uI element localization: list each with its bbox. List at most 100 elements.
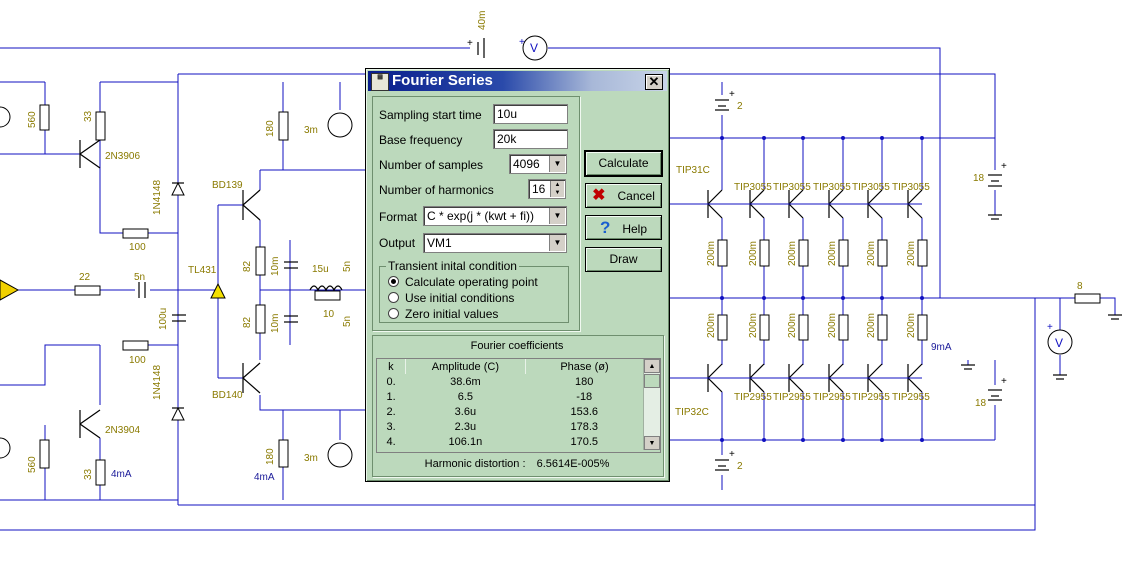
cell-phase: 170.5 bbox=[570, 435, 598, 448]
label-10: 10 bbox=[323, 309, 335, 320]
label-33-top: 33 bbox=[83, 110, 94, 122]
junction-dot bbox=[801, 438, 805, 442]
label-200m: 200m bbox=[866, 241, 877, 266]
label-82-top: 82 bbox=[242, 260, 253, 272]
label-200m: 200m bbox=[748, 313, 759, 338]
calculate-button[interactable]: Calculate bbox=[584, 150, 663, 177]
calculate-label: Calculate bbox=[598, 156, 649, 170]
table-row[interactable]: 0. 38.6m 180 bbox=[377, 374, 643, 389]
junction-dot bbox=[880, 438, 884, 442]
label-battery-2-top: 2 bbox=[737, 101, 743, 112]
junction-dot bbox=[762, 136, 766, 140]
plus-voltmeter: + bbox=[519, 37, 525, 48]
voltmeter-right-symbol: V bbox=[1055, 336, 1063, 350]
resistor-100-top bbox=[122, 228, 149, 239]
dialog-title: Fourier Series bbox=[392, 72, 493, 89]
number-of-samples-select[interactable]: 4096 ▼ bbox=[509, 154, 567, 174]
label-200m: 200m bbox=[906, 241, 917, 266]
emitter-resistor-top bbox=[759, 239, 770, 267]
chevron-down-icon[interactable]: ▼ bbox=[549, 156, 565, 172]
chevron-down-icon[interactable]: ▼ bbox=[549, 235, 565, 251]
scroll-up-icon[interactable]: ▲ bbox=[644, 359, 660, 373]
radio-selected-icon bbox=[388, 276, 399, 287]
coefficients-table-box[interactable]: k Amplitude (C) Phase (ø) 0. 38.6m 180 1… bbox=[376, 358, 661, 453]
close-button[interactable]: ✕ bbox=[645, 74, 663, 90]
label-560-bottom: 560 bbox=[27, 456, 38, 473]
label-100u: 100u bbox=[158, 308, 169, 330]
label-200m: 200m bbox=[787, 241, 798, 266]
label-tip3055: TIP3055 bbox=[773, 182, 811, 193]
label-battery-18-top: 18 bbox=[973, 173, 985, 184]
label-10m-top: 10m bbox=[270, 257, 281, 276]
emitter-resistor-top bbox=[717, 239, 728, 267]
label-200m: 200m bbox=[787, 313, 798, 338]
plus-top-battery: + bbox=[467, 38, 473, 49]
transient-condition-legend: Transient inital condition bbox=[388, 259, 517, 273]
sampling-start-time-label: Sampling start time bbox=[379, 108, 482, 122]
draw-button[interactable]: Draw bbox=[585, 247, 662, 272]
label-tip32c: TIP32C bbox=[675, 407, 709, 418]
cell-k: 0. bbox=[386, 375, 396, 388]
label-3m-top: 3m bbox=[304, 125, 318, 136]
label-180-top: 180 bbox=[265, 120, 276, 137]
help-button[interactable]: ?Help bbox=[585, 215, 662, 240]
junction-dot bbox=[880, 296, 884, 300]
number-of-harmonics-label: Number of harmonics bbox=[379, 183, 494, 197]
radio-zero-initial-values[interactable]: Zero initial values bbox=[388, 307, 498, 321]
label-40m: 40m bbox=[477, 11, 488, 30]
scroll-down-icon[interactable]: ▼ bbox=[644, 436, 660, 450]
label-5n-right-bottom: 5n bbox=[342, 316, 353, 327]
emitter-resistor-bottom bbox=[717, 314, 728, 341]
cancel-label: Cancel bbox=[617, 189, 655, 203]
number-of-harmonics-spinner[interactable]: 16 ▲▼ bbox=[528, 179, 566, 199]
radio-label: Use initial conditions bbox=[405, 291, 515, 305]
base-frequency-label: Base frequency bbox=[379, 133, 463, 147]
component-labels: 40m 560 33 2N3906 1N4148 180 3m BD139 10… bbox=[27, 11, 1083, 483]
coefficients-table: k Amplitude (C) Phase (ø) 0. 38.6m 180 1… bbox=[377, 359, 643, 449]
junction-dot bbox=[762, 438, 766, 442]
radio-calculate-operating-point[interactable]: Calculate operating point bbox=[388, 275, 538, 289]
table-row[interactable]: 1. 6.5 -18 bbox=[377, 389, 643, 404]
dialog-title-bar[interactable]: ▦ Fourier Series ✕ bbox=[368, 71, 667, 91]
resistor-33-bottom bbox=[95, 459, 106, 486]
label-bd140: BD140 bbox=[212, 390, 243, 401]
format-select[interactable]: C * exp(j * (kwt + fi)) ▼ bbox=[423, 206, 567, 226]
label-200m: 200m bbox=[827, 313, 838, 338]
number-of-samples-label: Number of samples bbox=[379, 158, 484, 172]
label-1n4148-bottom: 1N4148 bbox=[152, 365, 163, 400]
column-header-k: k bbox=[377, 359, 406, 374]
table-row[interactable]: 4. 106.1n 170.5 bbox=[377, 434, 643, 449]
transient-condition-group: Transient inital condition bbox=[379, 259, 569, 323]
radio-icon bbox=[388, 308, 399, 319]
output-stage: 200m200m200m200mTIP3055TIP2955200m200mTI… bbox=[700, 136, 930, 442]
output-select[interactable]: VM1 ▼ bbox=[423, 233, 567, 253]
label-8: 8 bbox=[1077, 281, 1083, 292]
resistor-33-top bbox=[95, 111, 106, 141]
label-5n: 5n bbox=[134, 272, 145, 283]
label-2n3906: 2N3906 bbox=[105, 151, 140, 162]
table-row[interactable]: 3. 2.3u 178.3 bbox=[377, 419, 643, 434]
resistor-22 bbox=[74, 285, 101, 296]
harmonic-distortion-value: 6.5614E-005% bbox=[536, 458, 610, 470]
chevron-down-icon[interactable]: ▼ bbox=[549, 208, 565, 224]
label-tip2955: TIP2955 bbox=[734, 392, 772, 403]
resistor-180-bottom bbox=[278, 439, 289, 468]
label-200m: 200m bbox=[866, 313, 877, 338]
resistor-10m-a bbox=[255, 246, 266, 276]
junction-dot bbox=[720, 438, 724, 442]
cancel-button[interactable]: ✖Cancel bbox=[585, 183, 662, 208]
radio-use-initial-conditions[interactable]: Use initial conditions bbox=[388, 291, 514, 305]
cell-k: 1. bbox=[386, 390, 396, 403]
emitter-resistor-top bbox=[838, 239, 849, 267]
draw-label: Draw bbox=[609, 252, 638, 266]
label-200m: 200m bbox=[748, 241, 759, 266]
base-frequency-input[interactable]: 20k bbox=[493, 129, 568, 149]
cell-k: 2. bbox=[386, 405, 396, 418]
scroll-thumb[interactable] bbox=[644, 374, 660, 388]
vertical-scrollbar[interactable]: ▲ ▼ bbox=[643, 359, 660, 450]
sampling-start-time-input[interactable]: 10u bbox=[493, 104, 568, 124]
emitter-resistor-bottom bbox=[838, 314, 849, 341]
table-row[interactable]: 2. 3.6u 153.6 bbox=[377, 404, 643, 419]
spinner-arrows-icon[interactable]: ▲▼ bbox=[550, 181, 564, 197]
output-label: Output bbox=[379, 236, 416, 250]
